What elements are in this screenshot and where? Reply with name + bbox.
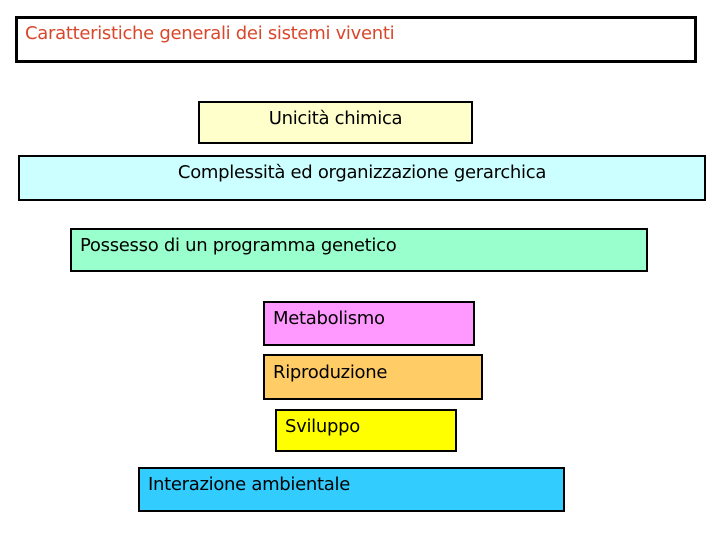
- box-interazione-ambientale: Interazione ambientale: [138, 467, 565, 512]
- box-label: Unicità chimica: [268, 108, 403, 129]
- box-sviluppo: Sviluppo: [275, 409, 457, 452]
- box-label: Interazione ambientale: [148, 474, 350, 495]
- box-label: Riproduzione: [273, 362, 388, 383]
- box-riproduzione: Riproduzione: [263, 354, 483, 400]
- slide-title-box: Caratteristiche generali dei sistemi viv…: [15, 16, 697, 63]
- box-programma-genetico: Possesso di un programma genetico: [70, 228, 648, 272]
- box-label: Complessità ed organizzazione gerarchica: [177, 162, 547, 183]
- box-label: Metabolismo: [273, 308, 385, 329]
- box-complessita-gerarchica: Complessità ed organizzazione gerarchica: [18, 155, 706, 201]
- box-metabolismo: Metabolismo: [263, 301, 475, 346]
- box-unicita-chimica: Unicità chimica: [198, 101, 473, 144]
- box-label: Sviluppo: [285, 416, 360, 437]
- slide-title: Caratteristiche generali dei sistemi viv…: [25, 23, 395, 44]
- box-label: Possesso di un programma genetico: [80, 235, 397, 256]
